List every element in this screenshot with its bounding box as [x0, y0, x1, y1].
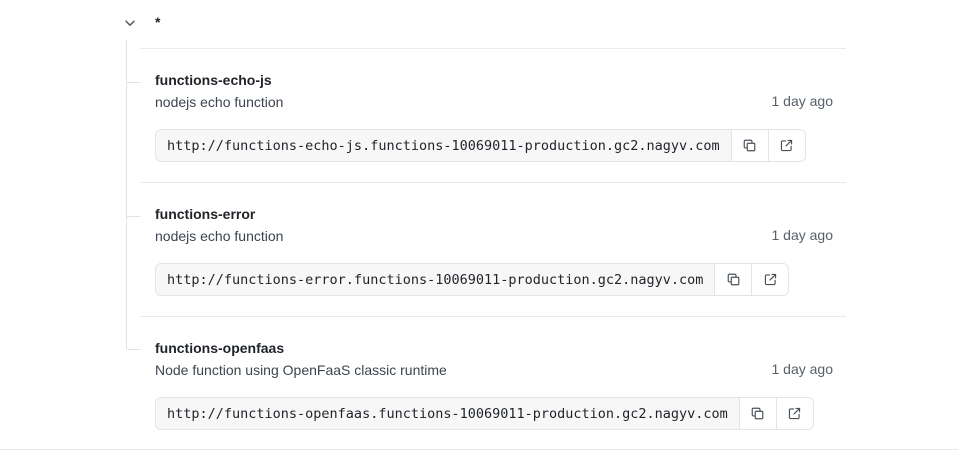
url-input[interactable]: http://functions-error.functions-1006901…: [156, 264, 715, 295]
item-title: functions-echo-js: [155, 72, 272, 88]
url-row: http://functions-error.functions-1006901…: [155, 263, 790, 296]
external-link-icon[interactable]: [767, 130, 805, 161]
item-timestamp: 1 day ago: [771, 227, 834, 243]
item-divider: [140, 182, 846, 183]
group-title: *: [155, 14, 161, 30]
item-timestamp: 1 day ago: [771, 93, 834, 109]
url-row: http://functions-openfaas.functions-1006…: [155, 397, 814, 430]
list-item: functions-error nodejs echo function 1 d…: [0, 183, 958, 317]
panel-bottom-divider: [0, 449, 958, 450]
item-description: nodejs echo function: [155, 94, 284, 110]
chevron-down-icon[interactable]: [120, 13, 140, 33]
item-description: Node function using OpenFaaS classic run…: [155, 362, 447, 378]
list-item: functions-openfaas Node function using O…: [0, 317, 958, 451]
external-link-icon[interactable]: [751, 264, 789, 295]
url-input[interactable]: http://functions-echo-js.functions-10069…: [156, 130, 731, 161]
deployment-list: functions-echo-js nodejs echo function 1…: [0, 49, 958, 451]
copy-icon[interactable]: [714, 264, 752, 295]
item-description: nodejs echo function: [155, 228, 284, 244]
item-divider: [140, 316, 846, 317]
copy-icon[interactable]: [738, 398, 776, 429]
external-link-icon[interactable]: [775, 398, 813, 429]
item-timestamp: 1 day ago: [771, 361, 834, 377]
url-input[interactable]: http://functions-openfaas.functions-1006…: [156, 398, 739, 429]
copy-icon[interactable]: [730, 130, 768, 161]
item-title: functions-error: [155, 206, 256, 222]
url-row: http://functions-echo-js.functions-10069…: [155, 129, 806, 162]
group-header: *: [0, 0, 958, 49]
item-title: functions-openfaas: [155, 340, 285, 356]
header-divider: [140, 48, 846, 49]
list-item: functions-echo-js nodejs echo function 1…: [0, 49, 958, 183]
